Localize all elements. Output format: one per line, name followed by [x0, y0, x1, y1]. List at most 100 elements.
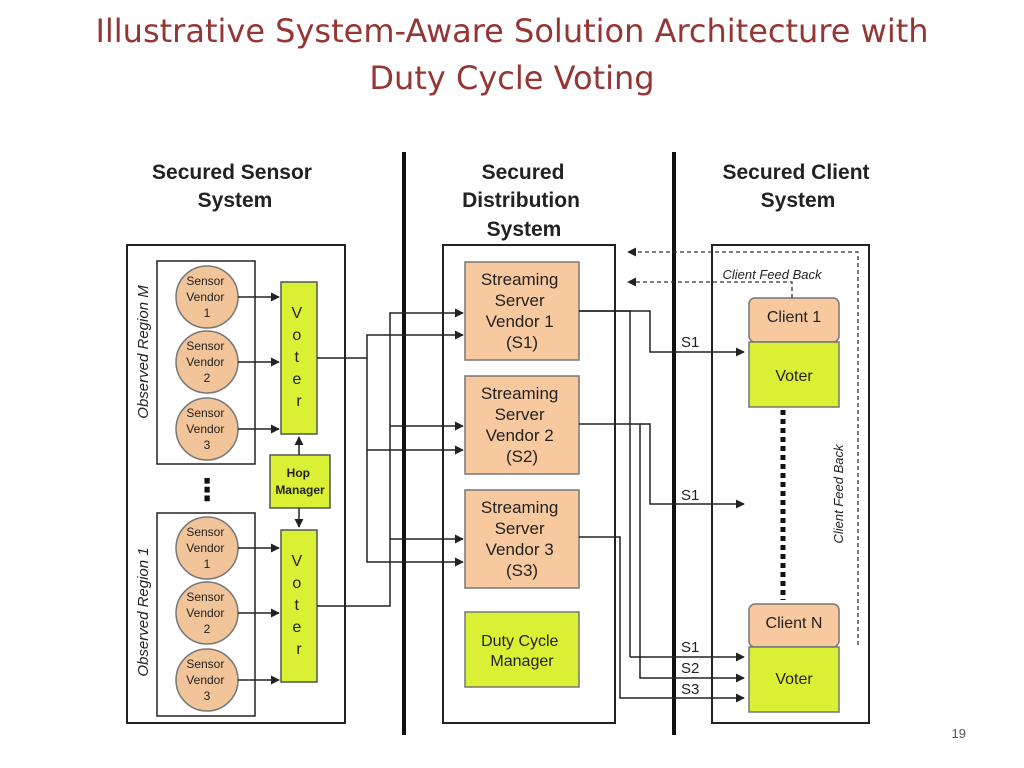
svg-text:Duty Cycle Manager: Duty Cycle Manager [481, 633, 563, 670]
client-n: Client N Voter [748, 603, 840, 713]
sensor-vendor-label: Sensor [186, 590, 224, 604]
streaming-server-3: Streaming Server Vendor 3 (S3) [464, 489, 580, 589]
sensor-vendor-label: Sensor [186, 525, 224, 539]
voter-letter: e [292, 619, 301, 636]
sensor-vendor-m-1: Sensor Vendor 1 [175, 265, 239, 329]
client-system-box [711, 244, 870, 724]
client-system-header-line-2: System [761, 189, 836, 212]
voter-letter: t [295, 597, 300, 614]
sensor-system-header: Secured Sensor System [152, 161, 312, 212]
sensor-system-header-line-1: Secured Sensor [152, 161, 312, 184]
streaming-server-label: Server [495, 405, 545, 424]
duty-cycle-manager-box: Duty Cycle Manager [464, 611, 580, 688]
sensor-vendor-label: Vendor [186, 290, 224, 304]
observed-region-m-label: Observed Region M [135, 285, 152, 419]
streaming-server-label: (S3) [506, 561, 538, 580]
streaming-server-label: Streaming [481, 270, 558, 289]
voter-letter: e [292, 371, 301, 388]
slide-title-line-1: Illustrative System-Aware Solution Archi… [95, 12, 929, 50]
distribution-system-box [442, 244, 616, 724]
sensor-voter-bottom: V o t e r [280, 529, 318, 683]
sensor-vendor-1-3: Sensor Vendor 3 [175, 648, 239, 712]
streaming-server-1: Streaming Server Vendor 1 (S1) [464, 261, 580, 361]
svg-text:V o t e: V o t e r [291, 553, 306, 658]
svg-text:Sensor Vendor 2: Sensor Vendor 2 [186, 339, 227, 385]
stream-label-clientn-s3: S3 [681, 681, 699, 698]
svg-text:Streaming Server V: Streaming Server Vendor 1 (S1) [481, 270, 563, 352]
streaming-server-label: Vendor 3 [486, 540, 554, 559]
sensor-to-voter-arrows [238, 292, 280, 685]
streaming-server-label: Server [495, 519, 545, 538]
stream-label-middle-s1: S1 [681, 487, 699, 504]
sensor-system-header-line-2: System [198, 189, 273, 212]
sensor-vendor-number: 2 [204, 371, 211, 385]
svg-text:Streaming Server V: Streaming Server Vendor 3 (S3) [481, 498, 563, 580]
voter-letter: t [295, 349, 300, 366]
streaming-server-label: Vendor 1 [486, 312, 554, 331]
server-output-connections [579, 310, 745, 703]
hop-manager-label: Manager [275, 483, 325, 497]
observed-region-1-label: Observed Region 1 [135, 547, 152, 676]
client-1-label: Client 1 [767, 309, 821, 326]
sensor-vendor-label: Vendor [186, 541, 224, 555]
svg-text:Sensor Vendor 3: Sensor Vendor 3 [186, 406, 227, 452]
sensor-vendor-number: 1 [204, 306, 211, 320]
sensor-vendor-m-3: Sensor Vendor 3 [175, 397, 239, 461]
sensor-vendor-m-2: Sensor Vendor 2 [175, 330, 239, 394]
voter-letter: o [292, 327, 301, 344]
svg-text:Sensor Vendor 1: Sensor Vendor 1 [186, 274, 227, 320]
stream-label-clientn-s1: S1 [681, 639, 699, 656]
sensor-vendor-1-2: Sensor Vendor 2 [175, 581, 239, 645]
client-1: Client 1 Voter [748, 297, 840, 408]
svg-text:Sensor Vendor 3: Sensor Vendor 3 [186, 657, 227, 703]
client-feedback-label-vertical: Client Feed Back [831, 443, 846, 543]
stream-label-clientn-s2: S2 [681, 660, 699, 677]
streaming-server-label: (S2) [506, 447, 538, 466]
svg-text:Sensor Vendor 2: Sensor Vendor 2 [186, 590, 227, 636]
streaming-server-label: Streaming [481, 498, 558, 517]
sensor-vendor-number: 3 [204, 438, 211, 452]
svg-text:Hop Manager: Hop Manager [275, 466, 325, 497]
sensor-vendor-label: Vendor [186, 606, 224, 620]
streaming-server-label: Vendor 2 [486, 426, 554, 445]
sensor-system-box [126, 244, 346, 724]
sensor-vendor-number: 3 [204, 689, 211, 703]
voter-letter: r [296, 393, 302, 410]
svg-text:Sensor Vendor 1: Sensor Vendor 1 [186, 525, 227, 571]
svg-text:Streaming Server V: Streaming Server Vendor 2 (S2) [481, 384, 563, 466]
voter-letter: V [291, 553, 302, 570]
sensor-vendor-label: Sensor [186, 339, 224, 353]
slide-title-line-2: Duty Cycle Voting [369, 59, 655, 97]
sensor-vendor-label: Sensor [186, 274, 224, 288]
sensor-vendor-label: Vendor [186, 355, 224, 369]
streaming-server-2: Streaming Server Vendor 2 (S2) [464, 375, 580, 475]
regions-ellipsis: ⋮ [192, 474, 222, 507]
hop-manager-label: Hop [287, 466, 310, 480]
distribution-system-header: Secured Distribution System [462, 161, 580, 241]
svg-text:V o t e: V o t e r [291, 305, 306, 410]
sensor-vendor-label: Vendor [186, 673, 224, 687]
slide-title: Illustrative System-Aware Solution Archi… [0, 8, 1024, 102]
streaming-server-label: (S1) [506, 333, 538, 352]
distribution-system-header-line-3: System [487, 218, 562, 241]
client-1-voter-label: Voter [775, 368, 813, 385]
client-feedback-label-horizontal: Client Feed Back [723, 267, 823, 282]
client-n-voter-label: Voter [775, 671, 813, 688]
sensor-vendor-number: 1 [204, 557, 211, 571]
client-n-label: Client N [766, 615, 823, 632]
sensor-vendor-1-1: Sensor Vendor 1 [175, 516, 239, 580]
distribution-system-header-line-2: Distribution [462, 189, 580, 212]
client-system-header-line-1: Secured Client [722, 161, 869, 184]
voter-letter: V [291, 305, 302, 322]
duty-cycle-manager-label: Duty Cycle [481, 633, 558, 650]
sensor-vendor-label: Sensor [186, 406, 224, 420]
hop-manager-box: Hop Manager [269, 454, 331, 509]
streaming-server-label: Server [495, 291, 545, 310]
sensor-vendor-label: Sensor [186, 657, 224, 671]
stream-label-client1-s1: S1 [681, 334, 699, 351]
sensor-voter-top: V o t e r [280, 281, 318, 435]
sensor-vendor-number: 2 [204, 622, 211, 636]
voter-letter: r [296, 641, 302, 658]
client-feedback-paths [627, 247, 859, 645]
